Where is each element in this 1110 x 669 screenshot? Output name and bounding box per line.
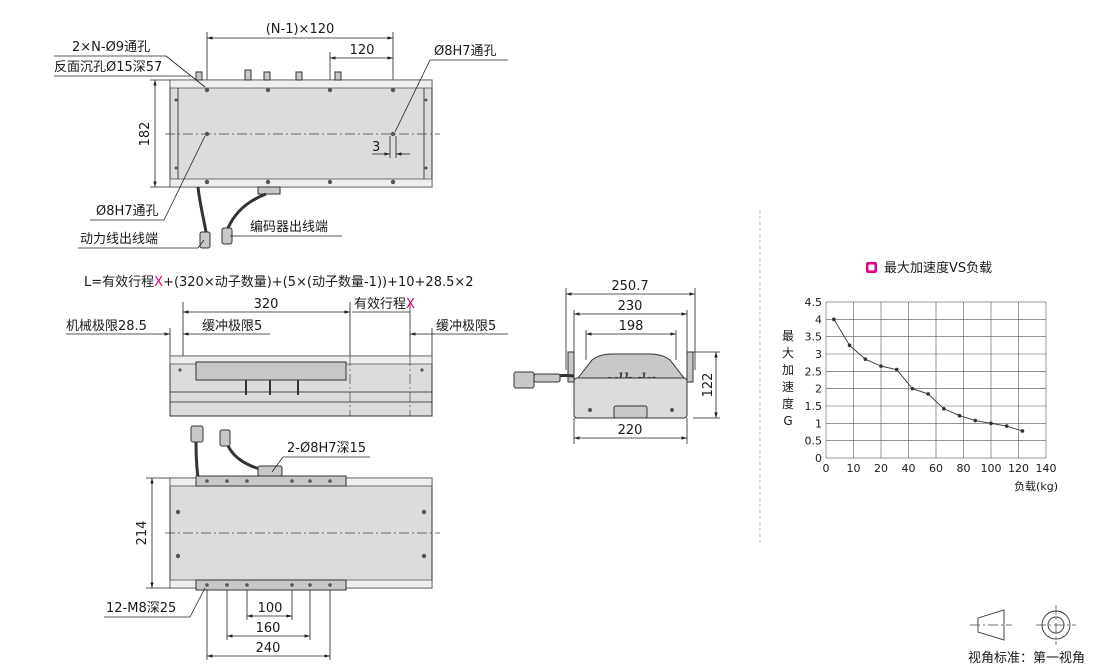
y-label-char: 度: [782, 396, 794, 411]
pin-hole-left-note: Ø8H7通孔: [96, 204, 159, 219]
acceleration-chart: 最大加速度VS负载 0 0.5 1 1.5 2 2.5 3 3.5 4 4.5 0 10 20 40 60…: [782, 260, 1058, 493]
dim-top-height: 182: [138, 122, 153, 147]
thread-note: 12-M8深25: [106, 601, 176, 616]
dim-bottom-width: 220: [618, 423, 643, 438]
y-label-char: 最: [782, 329, 794, 343]
x-tick-label: 0: [823, 462, 830, 475]
x-tick-label: 40: [902, 462, 916, 475]
data-point: [957, 413, 962, 418]
data-point: [910, 386, 915, 391]
data-point: [832, 317, 836, 322]
data-point: [926, 392, 930, 396]
projection-trapezoid-icon: [977, 609, 1005, 641]
y-tick-label: 0: [815, 452, 822, 465]
buffer-limit-right: 缓冲极限5: [436, 319, 496, 334]
x-tick-label: 80: [957, 462, 971, 475]
x-tick-label: 120: [1008, 462, 1029, 475]
chart-x-ticks: 0 10 20 40 60 80 100 120 140: [823, 462, 1057, 475]
series-line: [833, 319, 1023, 432]
series-points: [832, 317, 1025, 433]
power-cable-note: 动力线出线端: [80, 232, 158, 247]
bottom-view: 2-Ø8H7深15 214 12-M8深25: [104, 425, 440, 660]
pin-hole-top-note: Ø8H7通孔: [434, 44, 497, 59]
data-point: [1020, 429, 1025, 433]
end-view: 250.7 230 198 ylbdr 122 220: [513, 279, 720, 444]
chart-title: 最大加速度VS负载: [884, 260, 992, 276]
data-point: [1004, 424, 1009, 428]
y-tick-label: 4.5: [805, 296, 823, 309]
encoder-cable-note: 编码器出线端: [250, 220, 328, 235]
x-tick-label: 60: [929, 462, 943, 475]
dim-pitch: 120: [350, 43, 375, 58]
top-mounting-holes: [174, 87, 428, 185]
x-tick-label: 10: [847, 462, 861, 475]
y-label-char: 速: [782, 380, 794, 394]
dim-bottom-height: 214: [135, 521, 150, 546]
x-tick-label: 20: [874, 462, 888, 475]
y-tick-label: 2.5: [805, 365, 823, 378]
dim-230: 230: [618, 299, 643, 314]
hole-note-1: 2×N-Ø9通孔: [72, 40, 150, 55]
y-label-char: G: [783, 414, 792, 428]
dim-198: 198: [619, 319, 644, 334]
top-body: [169, 79, 433, 188]
dim-160: 160: [256, 621, 281, 636]
dim-100: 100: [258, 601, 283, 616]
dim-240: 240: [256, 641, 281, 656]
data-point: [942, 406, 946, 411]
end-carriage: [576, 353, 686, 379]
data-point: [973, 418, 978, 423]
dim-carriage: 320: [254, 297, 279, 312]
x-tick-label: 100: [981, 462, 1002, 475]
buffer-limit-left: 缓冲极限5: [202, 319, 262, 334]
top-view: (N-1)×120 120: [54, 22, 508, 249]
y-tick-label: 3: [815, 348, 822, 361]
chart-y-ticks: 0 0.5 1 1.5 2 2.5 3 3.5 4 4.5: [805, 296, 823, 465]
data-point: [847, 343, 852, 348]
data-point: [989, 421, 993, 426]
chart-grid: [825, 301, 1047, 459]
pin-holes-note: 2-Ø8H7深15: [287, 441, 366, 456]
x-tick-label: 140: [1036, 462, 1057, 475]
y-tick-label: 2: [815, 383, 822, 396]
y-tick-label: 4: [815, 313, 822, 326]
data-point: [863, 357, 868, 362]
y-label-char: 大: [782, 346, 794, 360]
side-view: L=有效行程X+(320×动子数量)+(5×(动子数量-1))+10+28.5×…: [66, 275, 508, 417]
length-formula: L=有效行程X+(320×动子数量)+(5×(动子数量-1))+10+28.5×…: [84, 275, 474, 290]
dim-outer-width: 250.7: [611, 279, 648, 294]
y-tick-label: 1: [815, 417, 822, 430]
projection-symbol: 视角标准：第一视角: [968, 605, 1085, 666]
mech-limit-note: 机械极限28.5: [66, 319, 147, 334]
effective-stroke-label: 有效行程X: [354, 297, 415, 312]
dim-pitch-total: (N-1)×120: [266, 22, 335, 37]
hole-note-2: 反面沉孔Ø15深57: [54, 60, 162, 75]
data-point: [879, 364, 883, 368]
y-tick-label: 1.5: [805, 400, 823, 413]
dim-end-height: 122: [701, 373, 716, 398]
chart-x-label: 负载(kg): [1014, 479, 1058, 493]
y-tick-label: 3.5: [805, 331, 823, 344]
y-tick-label: 0.5: [805, 435, 823, 448]
projection-label: 视角标准：第一视角: [968, 651, 1085, 666]
bottom-thread-holes: [205, 479, 332, 587]
dim-offset: 3: [372, 140, 380, 155]
y-label-char: 加: [782, 363, 794, 377]
data-point: [894, 367, 899, 372]
